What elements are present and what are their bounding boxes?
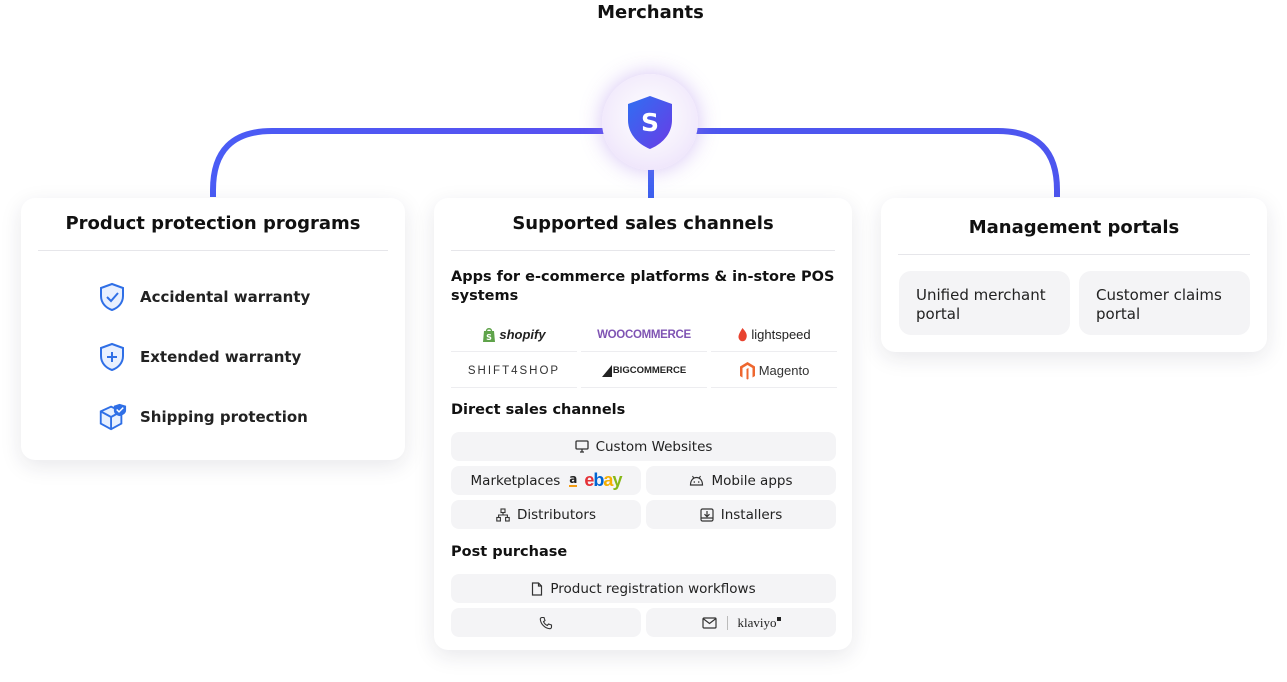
box-shield-icon bbox=[97, 402, 127, 432]
post-purchase-heading: Post purchase bbox=[451, 544, 568, 560]
woocommerce-label: WOOCOMMERCE bbox=[597, 328, 691, 341]
card-title: Supported sales channels bbox=[512, 213, 774, 234]
monitor-icon bbox=[574, 440, 589, 453]
chip-marketplaces: Marketplaces a ebay bbox=[451, 466, 641, 495]
program-accidental-warranty: Accidental warranty bbox=[21, 267, 405, 327]
card-title: Product protection programs bbox=[65, 213, 361, 234]
program-shipping-protection: Shipping protection bbox=[21, 387, 405, 447]
management-portals-card: Management portals Unified merchant port… bbox=[881, 198, 1267, 352]
shield-logo-icon: S bbox=[628, 96, 672, 149]
connector-right bbox=[651, 128, 1060, 197]
program-label: Extended warranty bbox=[140, 348, 302, 366]
lightspeed-flame-icon bbox=[738, 328, 748, 342]
mail-icon bbox=[701, 616, 717, 629]
connector-left bbox=[210, 128, 651, 197]
magento-icon bbox=[739, 362, 755, 380]
shift4shop-logo: SHIFT4SHOP bbox=[451, 354, 577, 388]
install-tray-icon bbox=[700, 507, 714, 522]
shift4shop-label: SHIFT4SHOP bbox=[467, 364, 561, 377]
portal-unified-merchant: Unified merchant portal bbox=[899, 271, 1070, 335]
program-extended-warranty: Extended warranty bbox=[21, 327, 405, 387]
chip-separator bbox=[726, 615, 728, 630]
chip-label: Installers bbox=[720, 506, 783, 523]
bigcommerce-logo: BIGCOMMERCE bbox=[581, 354, 707, 388]
klaviyo-logo: klaviyo bbox=[737, 614, 777, 630]
product-protection-card: Product protection programs Accidental w… bbox=[21, 198, 405, 460]
klaviyo-flag-icon bbox=[776, 616, 781, 621]
shopify-label: shopify bbox=[499, 327, 546, 342]
chip-custom-websites: Custom Websites bbox=[451, 432, 836, 461]
svg-text:S: S bbox=[486, 333, 492, 342]
program-label: Accidental warranty bbox=[140, 288, 311, 306]
divider bbox=[451, 250, 835, 251]
divider bbox=[38, 250, 388, 251]
shield-check-icon bbox=[97, 282, 127, 312]
bigcommerce-triangle-icon bbox=[601, 364, 612, 377]
merchants-title: Merchants bbox=[597, 2, 704, 23]
sales-channels-card: Supported sales channels Apps for e-comm… bbox=[434, 198, 852, 650]
chip-label: Marketplaces bbox=[470, 472, 561, 489]
document-icon bbox=[532, 581, 543, 596]
chip-product-registration: Product registration workflows bbox=[451, 574, 836, 603]
chip-phone bbox=[451, 608, 641, 637]
chip-mobile-apps: Mobile apps bbox=[646, 466, 836, 495]
chip-label: Custom Websites bbox=[595, 438, 713, 455]
direct-heading: Direct sales channels bbox=[451, 402, 626, 418]
divider bbox=[898, 254, 1250, 255]
chip-label: Distributors bbox=[516, 506, 597, 523]
chip-distributors: Distributors bbox=[451, 500, 641, 529]
amazon-logo: a bbox=[569, 472, 578, 487]
shopify-logo: S shopify bbox=[451, 318, 577, 352]
chip-email-klaviyo: klaviyo bbox=[646, 608, 836, 637]
bigcommerce-label: BIGCOMMERCE bbox=[612, 365, 687, 376]
network-icon bbox=[496, 507, 510, 522]
ebay-logo: ebay bbox=[584, 470, 622, 490]
woocommerce-logo: WOOCOMMERCE bbox=[581, 318, 707, 352]
card-title: Management portals bbox=[968, 217, 1180, 238]
platform-logo-grid: S shopify WOOCOMMERCE lightspeed SHIFT4S… bbox=[451, 318, 837, 388]
chip-installers: Installers bbox=[646, 500, 836, 529]
lightspeed-logo: lightspeed bbox=[711, 318, 837, 352]
phone-icon bbox=[539, 616, 553, 629]
magento-logo: Magento bbox=[711, 354, 837, 388]
magento-label: Magento bbox=[758, 363, 810, 378]
lightspeed-label: lightspeed bbox=[751, 327, 811, 342]
shield-plus-icon bbox=[97, 342, 127, 372]
hub-logo: S bbox=[602, 74, 698, 170]
apps-heading: Apps for e-commerce platforms & in-store… bbox=[451, 269, 835, 304]
chip-label: Mobile apps bbox=[711, 472, 793, 489]
program-label: Shipping protection bbox=[140, 408, 308, 426]
portal-customer-claims: Customer claims portal bbox=[1079, 271, 1250, 335]
hub-letter: S bbox=[641, 108, 659, 137]
android-icon bbox=[690, 475, 704, 486]
shopify-bag-icon: S bbox=[483, 327, 496, 342]
chip-label: Product registration workflows bbox=[550, 580, 756, 597]
